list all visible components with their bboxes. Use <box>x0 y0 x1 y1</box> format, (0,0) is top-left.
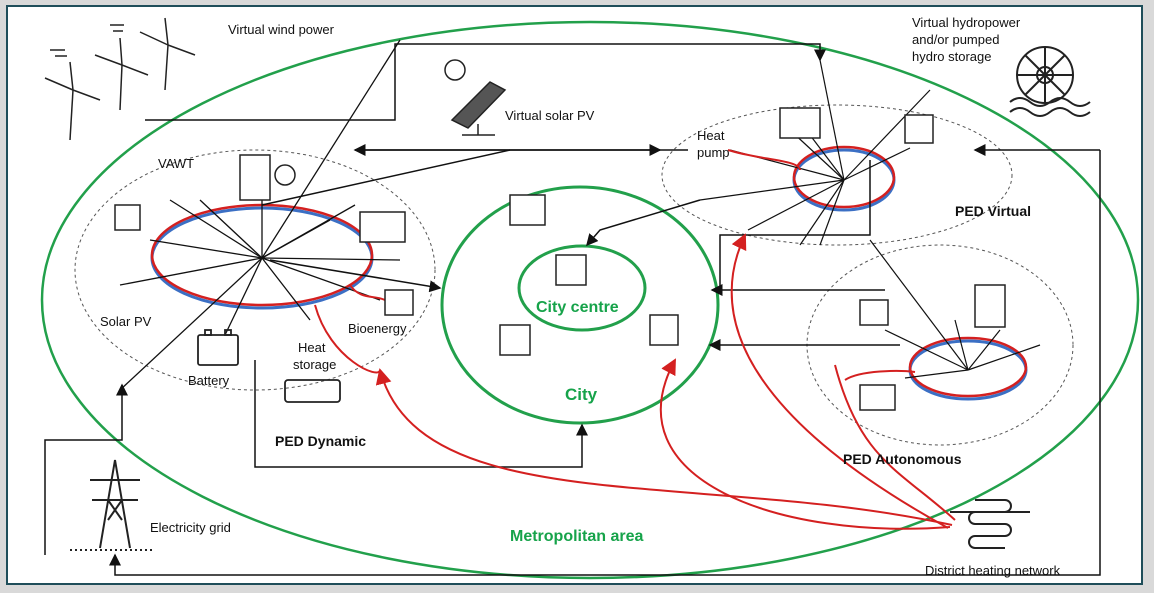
metropolitan-area-label: Metropolitan area <box>510 528 643 545</box>
ped-dynamic-label: PED Dynamic <box>275 433 366 449</box>
metropolitan-area-ring <box>40 20 1140 580</box>
electricity-pylon-icon <box>70 459 155 551</box>
solar-pv-label: Solar PV <box>100 314 152 329</box>
city-centre-label: City centre <box>536 299 619 316</box>
ped-autonomous-label: PED Autonomous <box>843 451 962 467</box>
virtual-hydro-label-2: and/or pumped <box>912 32 999 47</box>
battery-label: Battery <box>188 373 230 388</box>
heat-storage-label-1: Heat <box>298 340 326 355</box>
heat-network-lines <box>314 149 956 530</box>
ped-virtual-spokes <box>699 59 931 246</box>
ped-virtual-ring <box>792 145 896 212</box>
connection-arrows <box>44 43 1101 576</box>
ped-autonomous-spokes <box>869 239 1041 379</box>
virtual-solar-pv-icon <box>444 59 507 136</box>
heat-pump-label-1: Heat <box>697 128 725 143</box>
district-heating-label: District heating network <box>925 563 1061 578</box>
ped-virtual-boundary <box>661 104 1013 246</box>
wind-turbines-icon <box>44 17 196 141</box>
electricity-grid-label: Electricity grid <box>150 520 231 535</box>
ped-virtual-label: PED Virtual <box>955 203 1031 219</box>
buildings-icon <box>114 107 1006 411</box>
city-label: City <box>565 385 598 404</box>
heat-storage-icon <box>284 379 341 403</box>
virtual-hydro-label-1: Virtual hydropower <box>912 15 1021 30</box>
ped-autonomous-ring <box>908 336 1028 401</box>
virtual-solar-label: Virtual solar PV <box>505 108 595 123</box>
bioenergy-label: Bioenergy <box>348 321 407 336</box>
battery-icon <box>197 329 239 366</box>
virtual-hydro-label-3: hydro storage <box>912 49 992 64</box>
virtual-wind-label: Virtual wind power <box>228 22 335 37</box>
hydro-wheel-icon <box>1009 46 1091 117</box>
city-ring <box>440 185 720 425</box>
ped-dynamic-spokes <box>119 39 401 391</box>
ped-dynamic-boundary <box>74 149 436 391</box>
heat-pump-label-2: pump <box>697 145 730 160</box>
heat-storage-label-2: storage <box>293 357 336 372</box>
district-heating-icon <box>950 499 1030 549</box>
vawt-label: VAWT <box>158 156 194 171</box>
city-centre-ring <box>517 244 647 332</box>
